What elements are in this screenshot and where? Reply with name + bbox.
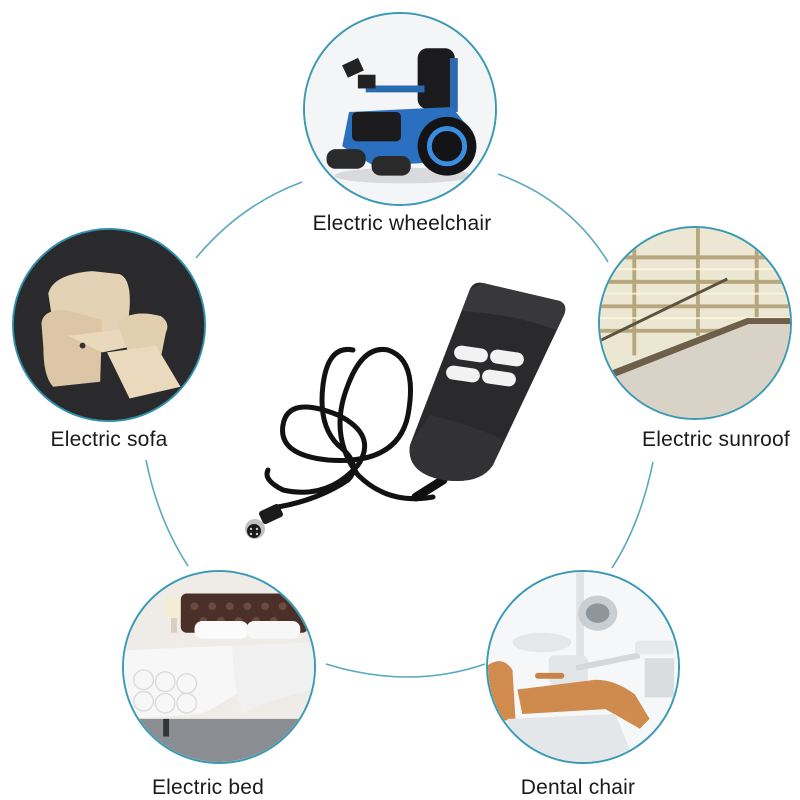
sunroof-icon (600, 228, 790, 418)
button-down-left-icon (446, 365, 480, 383)
adjustable-bed-icon (124, 572, 314, 762)
button-down-right-icon (482, 369, 516, 387)
control-buttons (446, 345, 524, 387)
din-plug-icon (245, 503, 283, 539)
application-image-wheelchair (303, 12, 497, 206)
button-up-right-icon (490, 349, 524, 367)
recliner-sofa-icon (14, 230, 204, 420)
arc-sunroof-dental (611, 461, 654, 569)
hand-controller-remote (245, 282, 566, 539)
label-wheelchair: Electric wheelchair (312, 212, 492, 235)
arc-wheelchair-sofa (195, 181, 303, 259)
arc-sofa-bed (145, 459, 189, 567)
label-sunroof: Electric sunroof (642, 428, 790, 451)
label-sofa: Electric sofa (50, 428, 168, 451)
application-image-dental (486, 570, 680, 764)
application-image-sunroof (598, 226, 792, 420)
wheelchair-icon (305, 14, 495, 204)
button-up-left-icon (454, 345, 488, 363)
arc-bed-dental (325, 663, 486, 678)
label-bed: Electric bed (151, 776, 265, 799)
arc-wheelchair-sunroof (497, 173, 609, 263)
application-image-bed (122, 570, 316, 764)
label-dental: Dental chair (520, 776, 636, 799)
application-image-sofa (12, 228, 206, 422)
dental-chair-icon (488, 572, 678, 762)
